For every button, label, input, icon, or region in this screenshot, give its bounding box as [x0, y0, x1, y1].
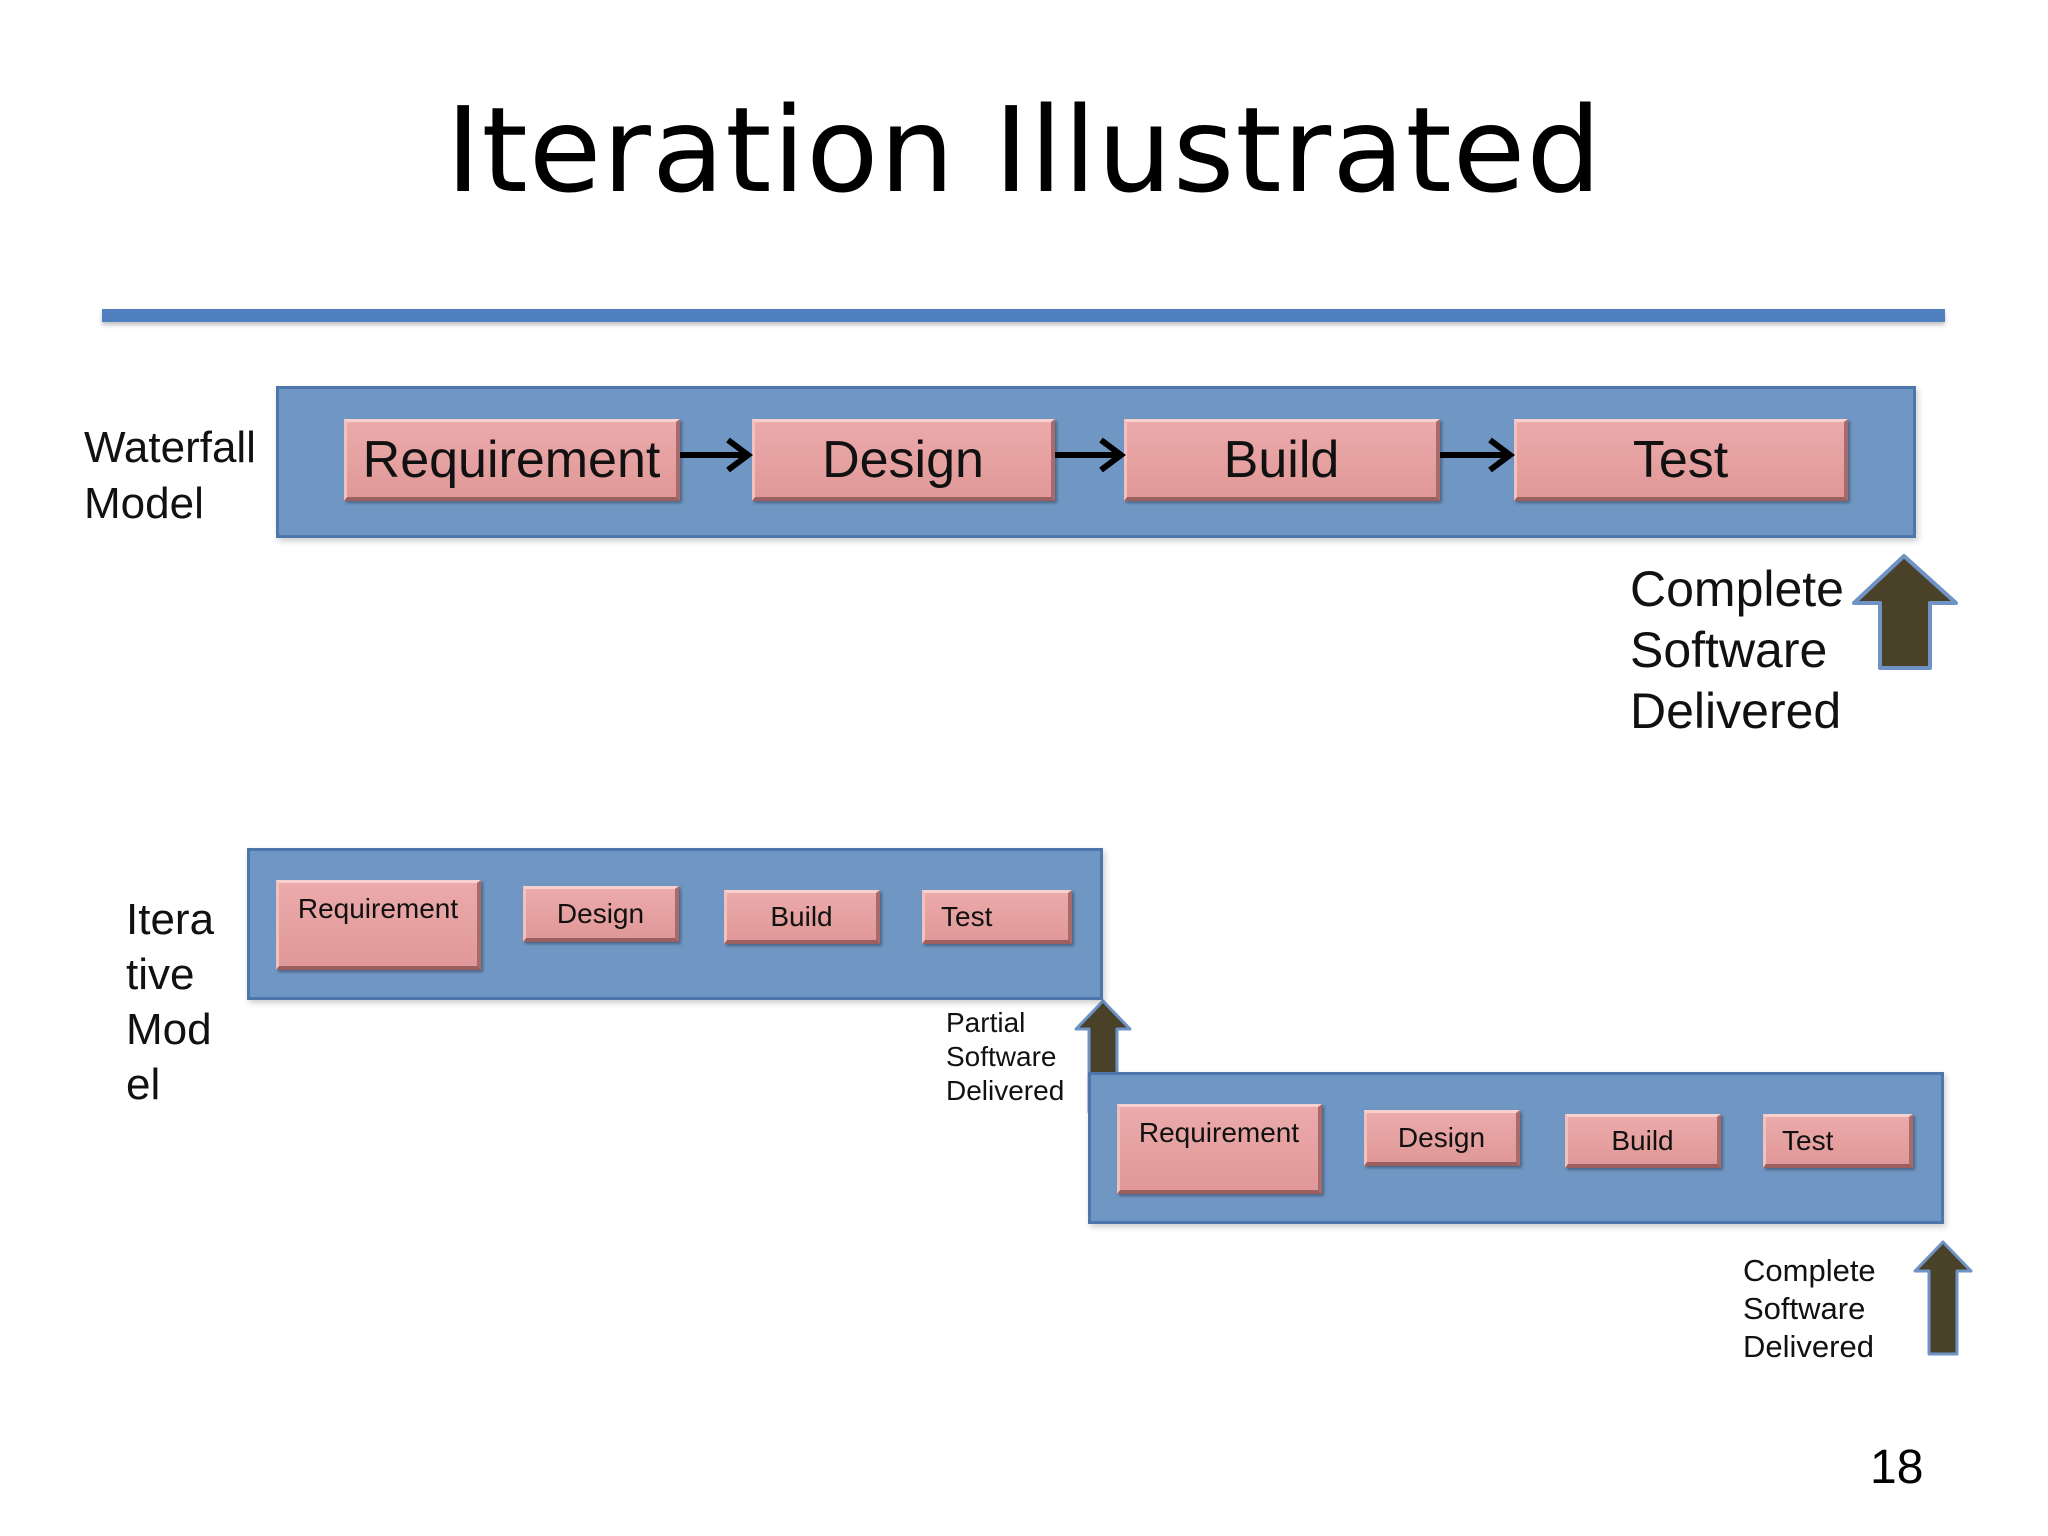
waterfall-delivery-label: Complete Software Delivered	[1630, 559, 1844, 742]
complete-delivery-line-2: Software	[1743, 1291, 1866, 1326]
iterative-label-line-1: Itera	[126, 895, 215, 944]
iteration-1-step-build: Build	[724, 890, 880, 944]
iterative-label-line-3: Mod	[126, 1005, 212, 1054]
up-arrow-icon	[1852, 554, 1958, 670]
complete-delivery-line-3: Delivered	[1743, 1329, 1874, 1364]
partial-delivery-line-3: Delivered	[946, 1075, 1065, 1106]
title-rule	[102, 309, 1945, 322]
iteration-2-step-test: Test	[1763, 1114, 1913, 1168]
iteration-1-step-requirement: Requirement	[276, 880, 481, 970]
iteration-1-step-test: Test	[922, 890, 1072, 944]
waterfall-label-line-1: Waterfall	[84, 423, 256, 472]
waterfall-delivery-line-2: Software	[1630, 622, 1828, 678]
partial-delivery-label: Partial Software Delivered	[946, 1006, 1064, 1108]
iteration-2-step-build: Build	[1565, 1114, 1721, 1168]
waterfall-model-label: Waterfall Model	[84, 420, 256, 532]
waterfall-label-line-2: Model	[84, 479, 204, 528]
waterfall-step-design: Design	[752, 419, 1055, 501]
waterfall-delivery-line-3: Delivered	[1630, 683, 1842, 739]
iteration-1-step-design: Design	[523, 886, 679, 942]
up-arrow-icon	[1913, 1240, 1973, 1356]
iterative-label-line-2: tive	[126, 950, 195, 999]
slide-title: Iteration Illustrated	[445, 81, 1603, 219]
waterfall-step-requirement: Requirement	[344, 419, 680, 501]
iteration-2-step-design: Design	[1364, 1110, 1520, 1166]
iteration-2-step-requirement: Requirement	[1117, 1104, 1322, 1194]
complete-delivery-label: Complete Software Delivered	[1743, 1252, 1876, 1366]
iterative-model-label: Itera tive Mod el	[126, 892, 214, 1112]
partial-delivery-line-1: Partial	[946, 1007, 1026, 1038]
right-arrow-icon	[1055, 437, 1126, 473]
waterfall-step-build: Build	[1124, 419, 1440, 501]
waterfall-step-test: Test	[1514, 419, 1848, 501]
right-arrow-icon	[680, 437, 753, 473]
page-number: 18	[1870, 1441, 1924, 1494]
right-arrow-icon	[1440, 437, 1515, 473]
waterfall-delivery-line-1: Complete	[1630, 561, 1844, 617]
complete-delivery-line-1: Complete	[1743, 1253, 1876, 1288]
iterative-label-line-4: el	[126, 1060, 161, 1109]
partial-delivery-line-2: Software	[946, 1041, 1057, 1072]
